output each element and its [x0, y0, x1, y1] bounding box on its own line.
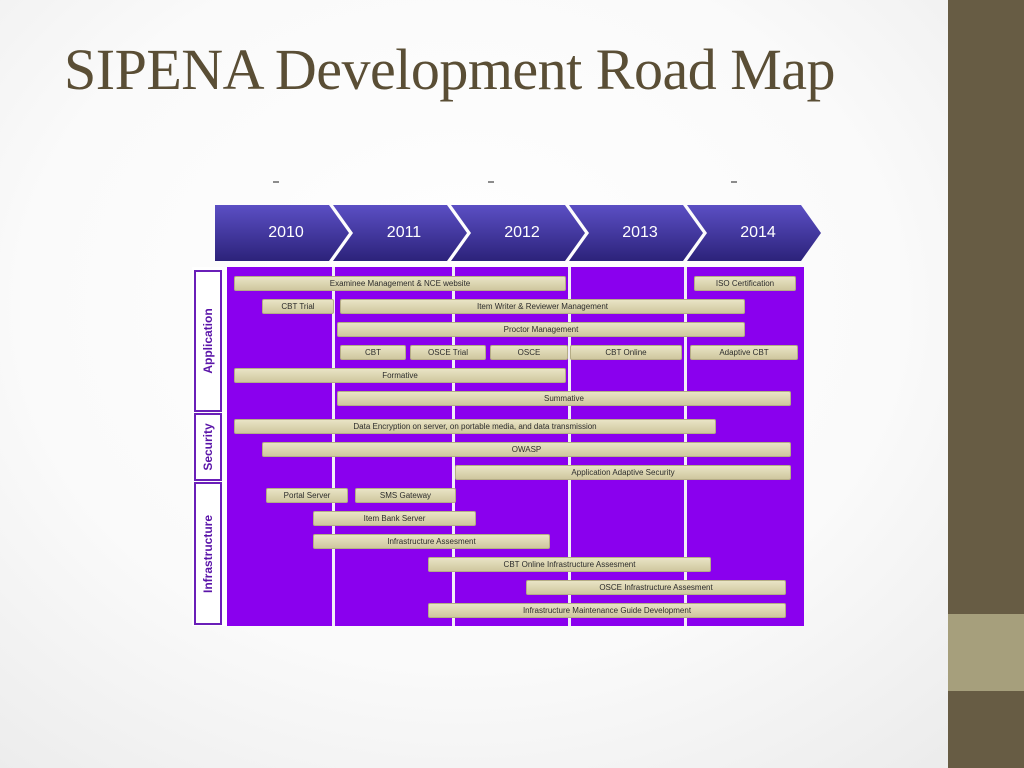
roadmap-bar: Infrastructure Maintenance Guide Develop… [428, 603, 786, 618]
roadmap-bar: CBT Online Infrastructure Assesment [428, 557, 711, 572]
year-chevron-3: 2012 [451, 205, 585, 261]
roadmap-bar: Proctor Management [337, 322, 745, 337]
roadmap-bar: CBT [340, 345, 406, 360]
year-label: 2011 [386, 224, 422, 241]
roadmap-bar: OSCE Infrastructure Assesment [526, 580, 786, 595]
roadmap-bar: SMS Gateway [355, 488, 456, 503]
roadmap-bar: ISO Certification [694, 276, 796, 291]
year-chevron-4: 2013 [569, 205, 703, 261]
roadmap-bar: OWASP [262, 442, 791, 457]
slide-title: SIPENA Development Road Map [64, 37, 836, 102]
year-label: 2010 [268, 224, 304, 241]
roadmap-bar: Item Bank Server [313, 511, 476, 526]
category-application: Application [194, 270, 222, 412]
year-chevron-1: 2010 [215, 205, 349, 261]
category-security: Security [194, 413, 222, 481]
year-label: 2012 [504, 224, 540, 241]
category-label: Security [201, 423, 215, 471]
category-label: Application [201, 308, 215, 374]
roadmap-bar: Application Adaptive Security [455, 465, 791, 480]
roadmap-bar: Infrastructure Assesment [313, 534, 550, 549]
divider-mark [273, 181, 279, 183]
year-label: 2013 [622, 224, 658, 241]
roadmap-bar: CBT Trial [262, 299, 334, 314]
roadmap-bar: CBT Online [570, 345, 682, 360]
roadmap-bar: Formative [234, 368, 566, 383]
divider-mark [488, 181, 494, 183]
decorative-side-accent [948, 614, 1024, 691]
category-label: Infrastructure [201, 514, 215, 593]
year-chevron-5: 2014 [687, 205, 821, 261]
roadmap-bar: Portal Server [266, 488, 348, 503]
roadmap-bar: OSCE [490, 345, 568, 360]
category-infrastructure: Infrastructure [194, 482, 222, 625]
year-chevron-2: 2011 [333, 205, 467, 261]
roadmap-bar: Adaptive CBT [690, 345, 798, 360]
roadmap-bar: OSCE Trial [410, 345, 486, 360]
divider-mark [731, 181, 737, 183]
roadmap-bar: Examinee Management & NCE website [234, 276, 566, 291]
roadmap-bar: Data Encryption on server, on portable m… [234, 419, 716, 434]
roadmap-bar: Item Writer & Reviewer Management [340, 299, 745, 314]
year-label: 2014 [740, 224, 776, 241]
roadmap-bar: Summative [337, 391, 791, 406]
